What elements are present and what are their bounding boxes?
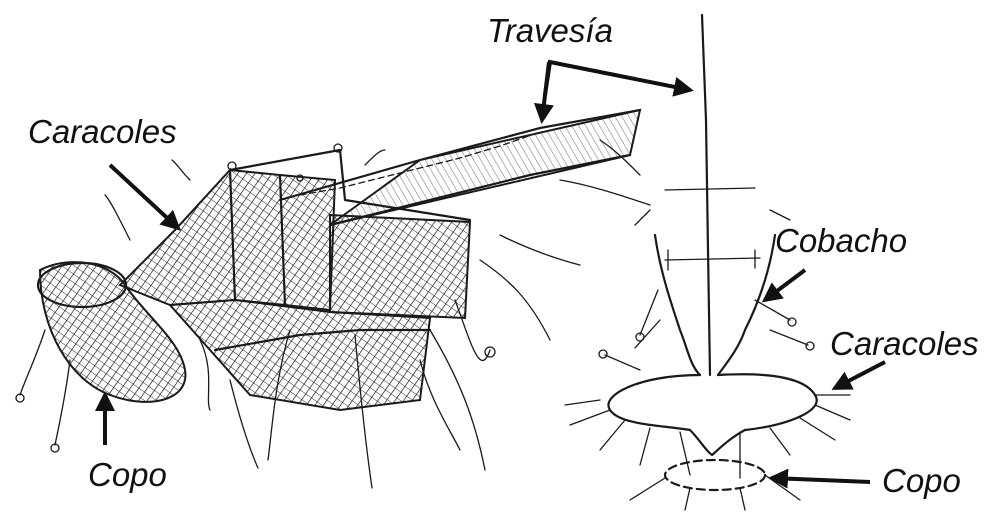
copo-right-arrow (772, 478, 870, 482)
copo-plan-ellipse (665, 460, 765, 490)
leader-net-mesh (330, 110, 640, 225)
label-caracoles-left: Caracoles (28, 113, 177, 150)
label-copo-left: Copo (88, 456, 167, 493)
caracoles-left-arrow (110, 165, 178, 228)
cobacho-arrow (765, 270, 805, 300)
travesia-arrow-down (542, 62, 549, 120)
label-travesia: Travesía (487, 12, 613, 49)
chamber-main (230, 170, 285, 305)
cobacho-wing-left (655, 235, 700, 375)
caracoles-oval (608, 374, 816, 455)
trap-plan-view (565, 15, 850, 510)
chamber-side (280, 175, 335, 310)
travesia-arrow-bracket (545, 62, 690, 95)
label-caracoles-right: Caracoles (830, 325, 979, 362)
cobacho-wing-right (718, 235, 775, 375)
caracoles-right-arrow (835, 362, 885, 388)
travesia-crossbar-mid (665, 258, 760, 260)
label-copo-right: Copo (882, 462, 961, 499)
travesia-line (702, 15, 710, 375)
travesia-crossbar-top (665, 188, 755, 190)
label-cobacho: Cobacho (775, 222, 907, 259)
chamber-right-block (330, 215, 470, 318)
